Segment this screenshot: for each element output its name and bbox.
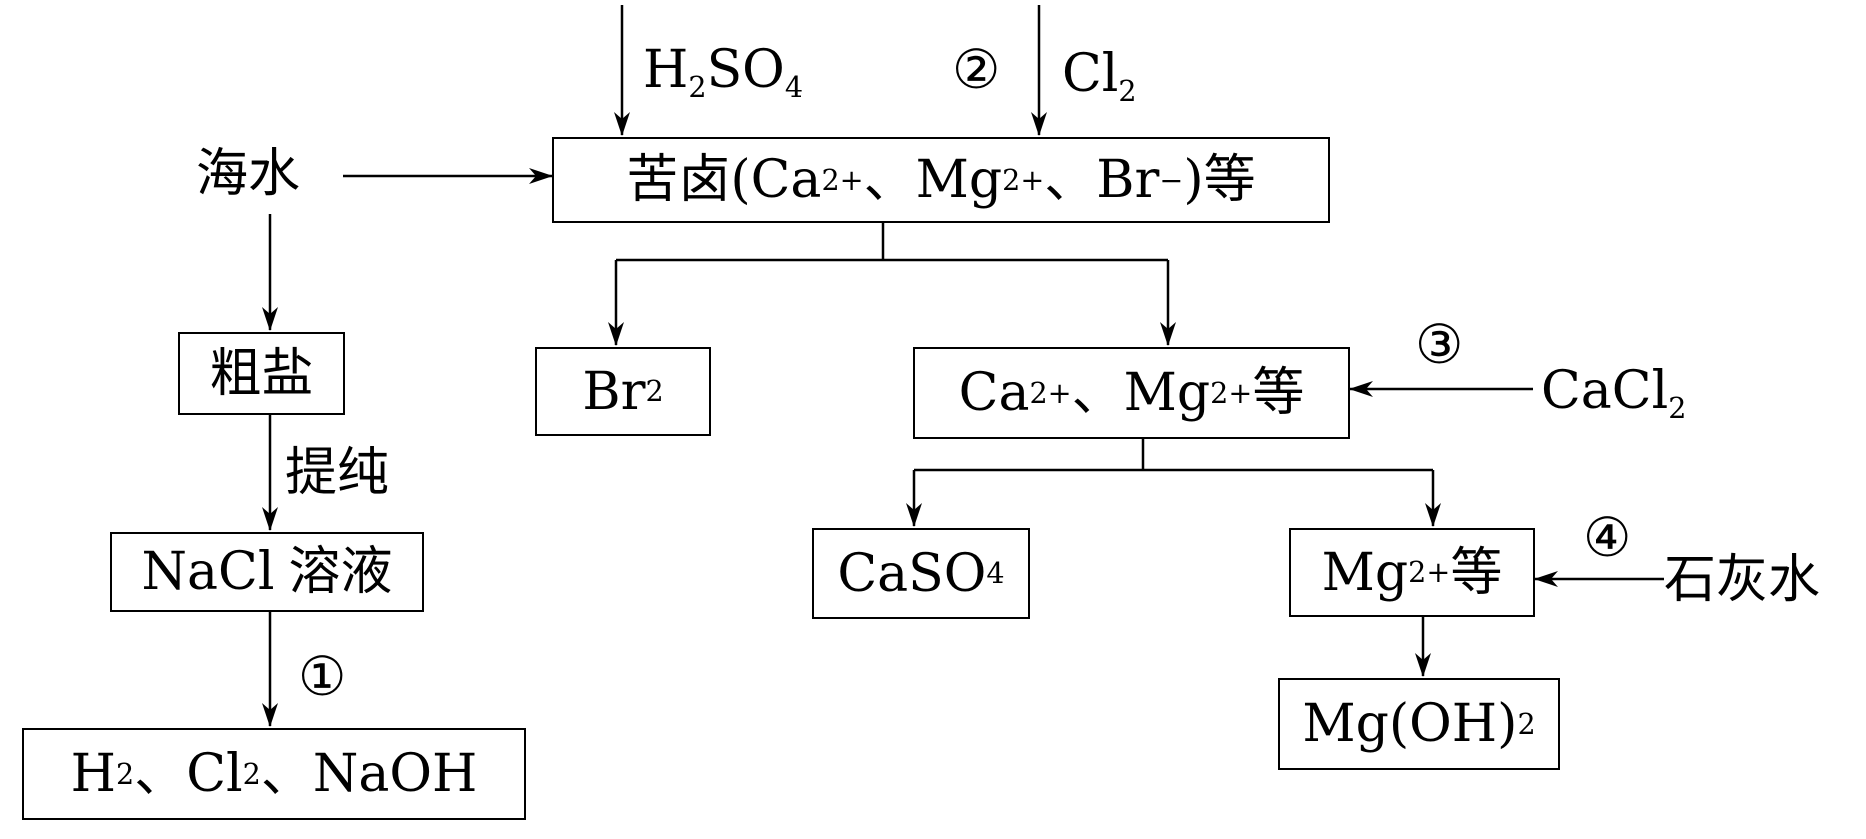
- purify-label: 提纯: [285, 443, 390, 503]
- step-4-marker: ④: [1583, 506, 1632, 569]
- crude-salt-box: 粗盐: [178, 332, 345, 415]
- cl2-label: Cl2: [1062, 44, 1137, 108]
- limewater-label: 石灰水: [1664, 550, 1821, 610]
- step-1-marker: ①: [298, 645, 347, 708]
- seawater-label: 海水: [196, 144, 301, 204]
- cacl2-label: CaCl2: [1541, 361, 1687, 425]
- step-3-marker: ③: [1415, 313, 1464, 376]
- mgoh2-box: Mg(OH)2: [1278, 678, 1560, 770]
- h2so4-label: H2SO4: [643, 40, 804, 104]
- step-2-marker: ②: [952, 38, 1001, 101]
